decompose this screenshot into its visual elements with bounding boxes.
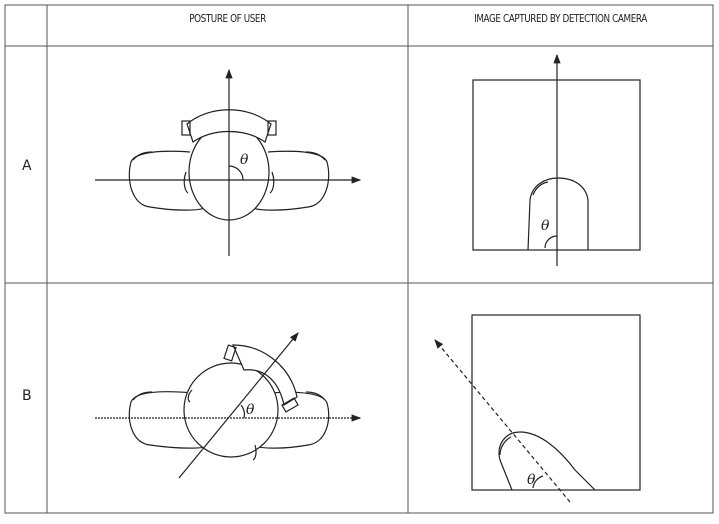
- camera-image-b: [434, 314, 641, 503]
- header-image-captured: IMAGE CAPTURED BY DETECTION CAMERA: [474, 12, 647, 25]
- camera-image-a: [472, 53, 641, 266]
- theta-label-a: θ: [240, 152, 249, 168]
- posture-a-drawing: [95, 68, 362, 256]
- row-label-b: B: [22, 388, 32, 404]
- table-grid: [4, 4, 714, 514]
- row-label-a: A: [22, 158, 32, 174]
- header-posture-of-user: POSTURE OF USER: [189, 12, 266, 25]
- posture-b-drawing: [95, 332, 362, 479]
- theta-label-a-camera: θ: [541, 218, 550, 234]
- theta-label-b: θ: [246, 402, 255, 418]
- theta-label-b-camera: θ: [527, 472, 536, 488]
